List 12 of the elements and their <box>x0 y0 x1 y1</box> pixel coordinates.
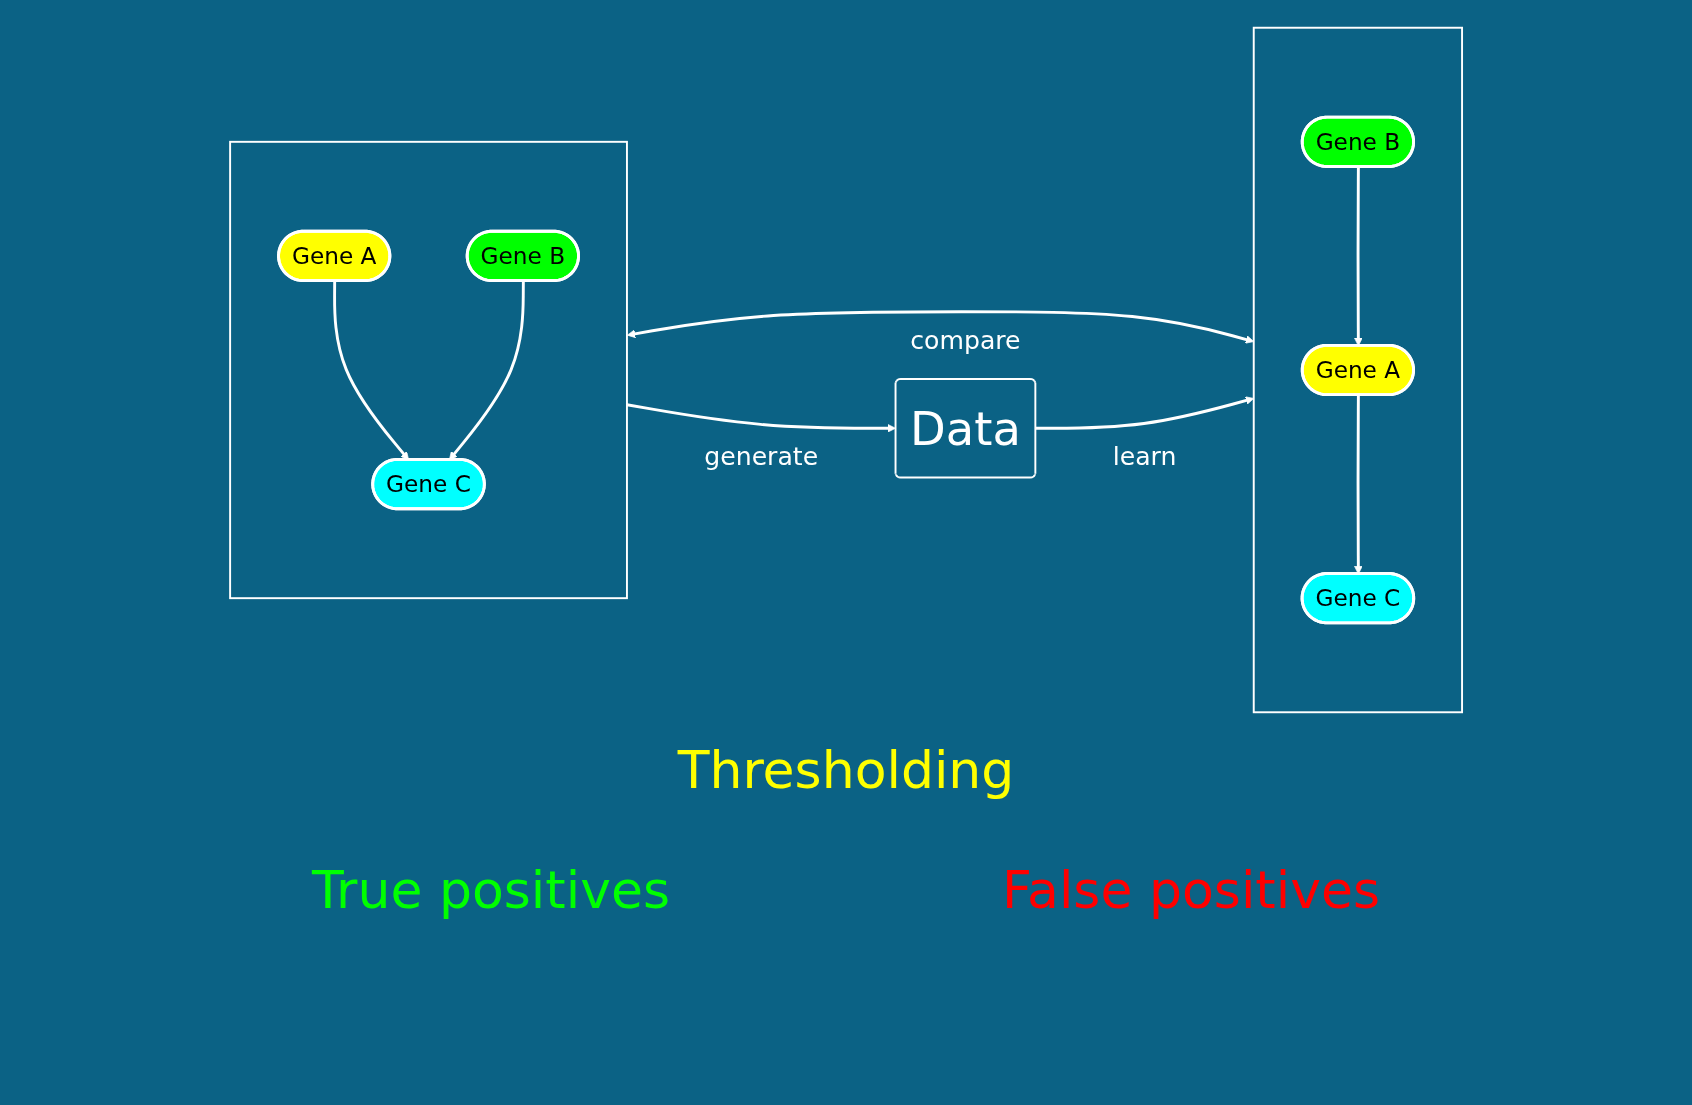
cluster <box>1252 26 1463 714</box>
label-text: False positives <box>1001 860 1381 920</box>
arrow <box>626 310 1255 344</box>
edge-label: generate <box>704 442 819 472</box>
cluster <box>229 140 628 600</box>
edge-label: compare <box>910 325 1021 355</box>
edge-label: learn <box>1112 442 1177 472</box>
arrow <box>626 403 896 433</box>
label-text: True positives <box>311 860 670 920</box>
label-text: Thresholding <box>676 740 1016 800</box>
node-text: Data <box>909 401 1021 456</box>
arrow <box>1035 396 1255 430</box>
